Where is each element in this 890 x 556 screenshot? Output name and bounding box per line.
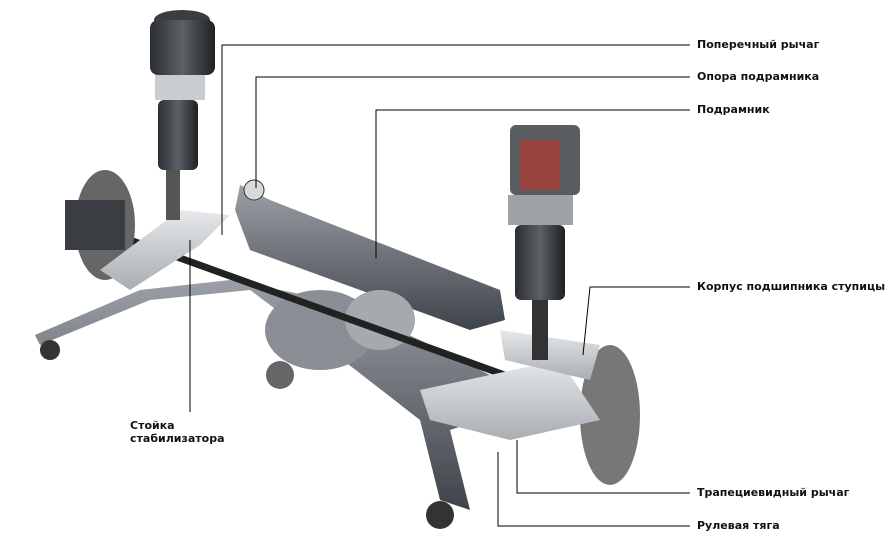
leader-lines: [189, 44, 690, 527]
left-air-strut: [150, 10, 215, 220]
drive-shaft: [128, 236, 562, 399]
right-hub: [420, 330, 640, 485]
right-air-strut: [508, 125, 580, 360]
label-stabilizer-link-line1: Стойка: [130, 419, 175, 432]
label-track-rod: Рулевая тяга: [697, 519, 780, 532]
label-subframe-mount: Опора подрамника: [697, 70, 820, 83]
label-trapezoidal-arm: Трапециевидный рычаг: [697, 486, 850, 499]
label-stabilizer-link-line2: стабилизатора: [130, 432, 225, 445]
subframe: [35, 179, 540, 529]
label-wheel-bearing-housing: Корпус подшипника ступицы: [697, 280, 886, 293]
label-transverse-arm: Поперечный рычаг: [697, 38, 820, 51]
differential: [265, 290, 415, 389]
label-subframe: Подрамник: [697, 103, 770, 116]
left-hub: [65, 170, 230, 290]
